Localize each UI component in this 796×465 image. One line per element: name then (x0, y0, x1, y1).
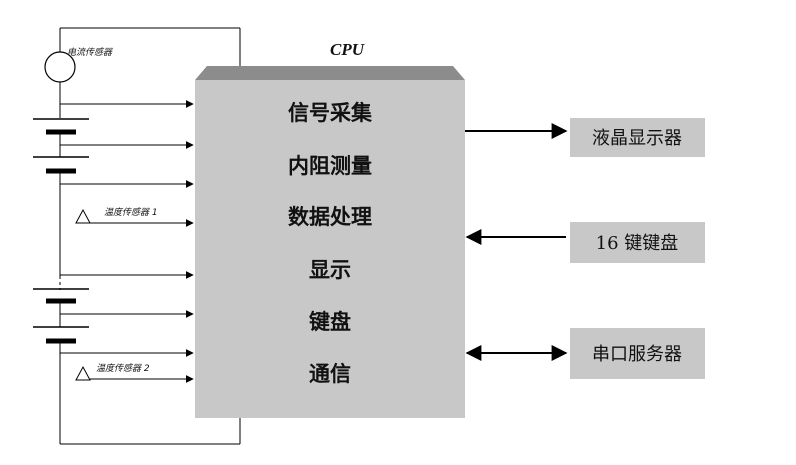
battery-group-2 (33, 288, 89, 344)
current-sensor-label: 电流传感器 (67, 47, 113, 58)
current-sensor-icon (44, 51, 76, 83)
cpu-title: CPU (330, 40, 365, 59)
cpu-function-display: 显示 (309, 257, 351, 282)
circuit-frame (59, 27, 241, 445)
serial-server-box (570, 328, 705, 379)
keypad-box (570, 222, 705, 263)
cpu-block-body (195, 80, 465, 418)
battery-group-1 (33, 118, 89, 174)
serial-server-label: 串口服务器 (592, 344, 682, 365)
input-arrows (60, 100, 194, 383)
temp-sensor-1-label: 温度传感器 1 (104, 207, 158, 218)
cpu-block-top-bevel (195, 66, 465, 80)
temp-sensor-2-icon (75, 365, 91, 381)
cpu-function-keyboard: 键盘 (309, 309, 351, 334)
temp-sensor-1-icon (75, 208, 91, 224)
cpu-function-communication: 通信 (309, 361, 351, 386)
lcd-box (570, 118, 705, 157)
cpu-function-data-processing: 数据处理 (288, 204, 372, 229)
cpu-function-signal-acquisition: 信号采集 (288, 100, 373, 125)
keypad-label: 16 键键盘 (596, 233, 679, 254)
lcd-label: 液晶显示器 (592, 128, 682, 149)
temp-sensor-2-label: 温度传感器 2 (96, 363, 150, 374)
cpu-function-resistance-measurement: 内阻测量 (288, 153, 372, 178)
cpu-block (195, 66, 465, 418)
